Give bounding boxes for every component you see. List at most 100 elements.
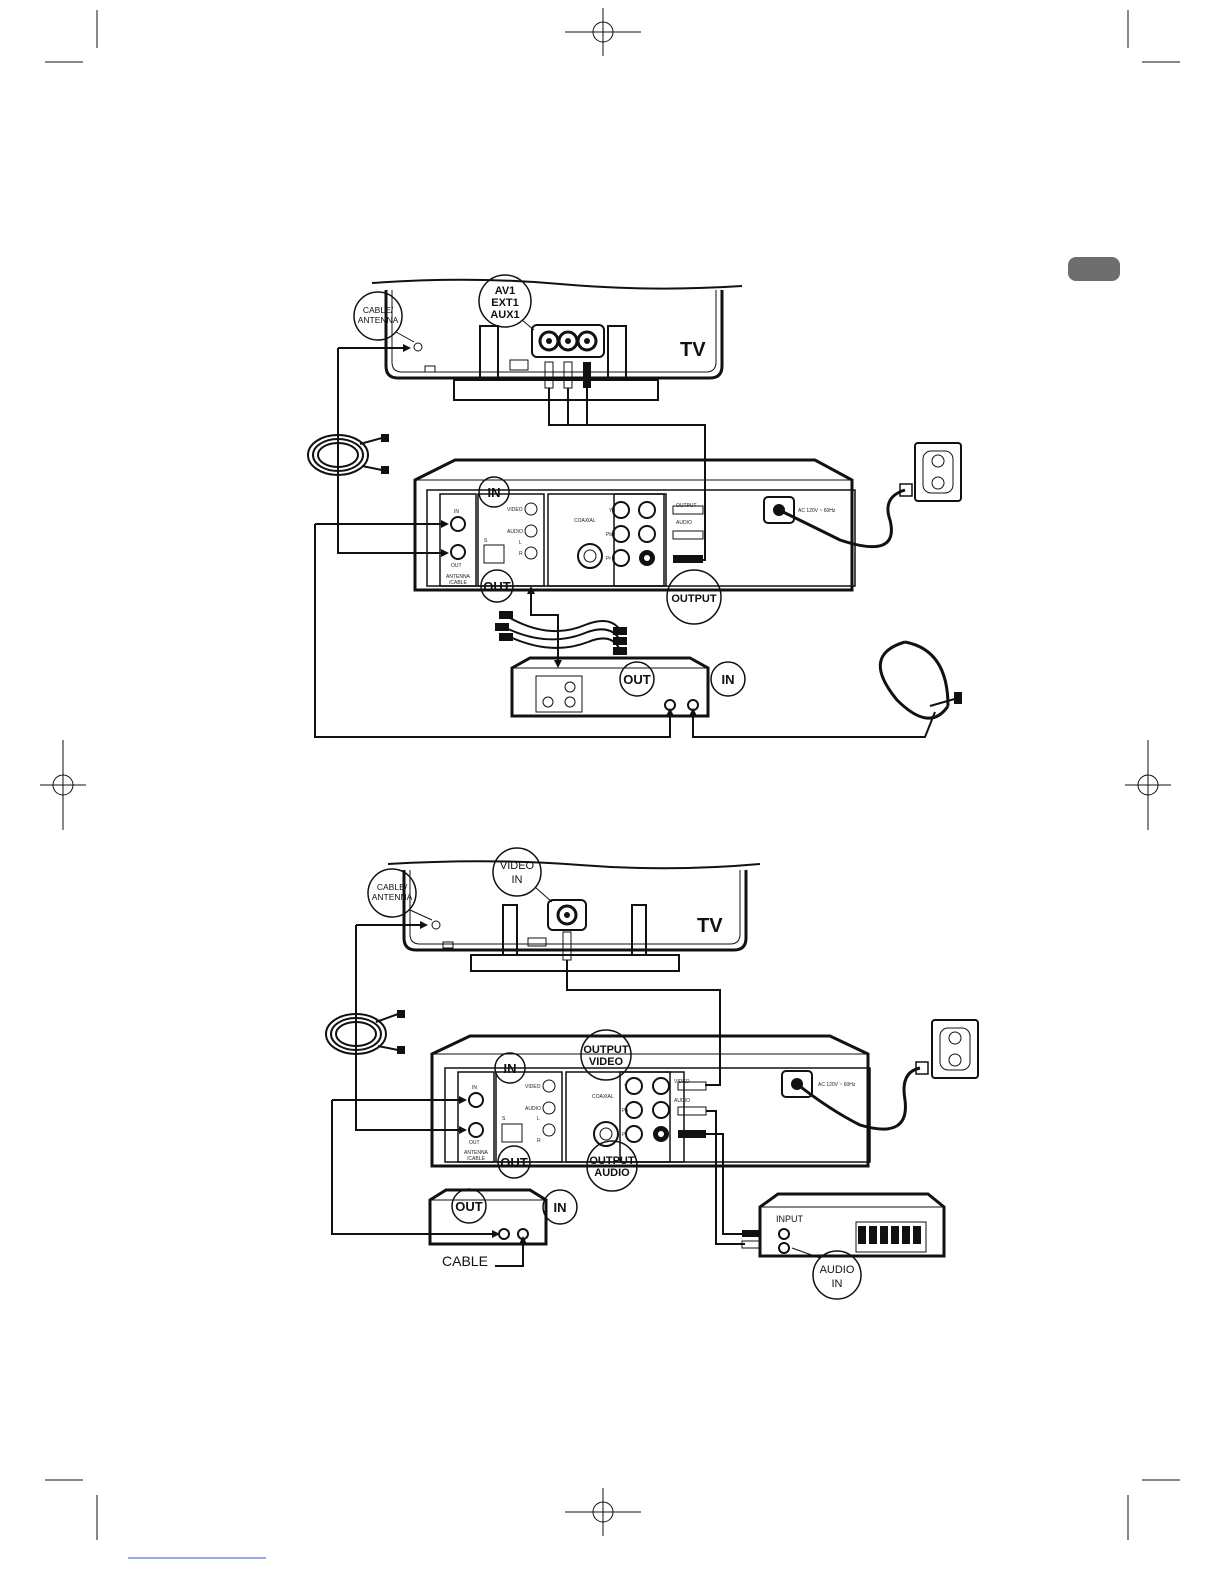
power-cord-1 <box>778 488 906 549</box>
cable-antenna-callout-2 <box>367 868 417 918</box>
svg-text:OUTPUT: OUTPUT <box>583 1044 629 1056</box>
satellite-dish-1 <box>879 640 962 720</box>
cable-antenna-jack-2 <box>431 920 441 930</box>
wall-outlet-2 <box>931 1019 979 1079</box>
svg-text:L: L <box>537 1116 540 1122</box>
svg-text:AUDIO: AUDIO <box>676 520 692 526</box>
svg-text:AUDIO: AUDIO <box>507 529 523 535</box>
out-callout-2 <box>497 1145 531 1179</box>
svg-text:COAXIAL: COAXIAL <box>592 1094 614 1100</box>
box-in-callout-2 <box>542 1189 578 1225</box>
svg-text:ANTENNA: ANTENNA <box>464 1150 489 1156</box>
svg-text:IN: IN <box>512 874 523 886</box>
svg-text:Y: Y <box>609 508 613 514</box>
crop-marks <box>40 8 1180 1540</box>
svg-text:VIDEO: VIDEO <box>525 1084 541 1090</box>
output-audio-callout <box>586 1140 638 1192</box>
svg-text:IN: IN <box>722 672 735 687</box>
tv-video-in-jack <box>556 904 578 926</box>
svg-text:AUDIO: AUDIO <box>594 1167 630 1179</box>
rf-wiring-2 <box>331 924 524 1267</box>
svg-text:R: R <box>519 551 523 557</box>
recorder-2: IN OUT ANTENNA /CABLE VIDEO AUDIO R S L … <box>430 1034 871 1168</box>
svg-text:R: R <box>537 1138 541 1144</box>
av-cable-bundle-1 <box>495 611 627 655</box>
out-callout-1 <box>480 569 514 603</box>
svg-text:AUDIO: AUDIO <box>820 1264 855 1276</box>
in-callout-2 <box>494 1052 526 1084</box>
cable-antenna-jack <box>413 342 423 352</box>
av1-jacks <box>538 330 598 352</box>
audio-cable-2 <box>706 1110 745 1245</box>
cablebox-out-port <box>498 1228 510 1240</box>
cable-antenna-callout <box>353 291 403 341</box>
antenna-out-port-2 <box>468 1122 484 1138</box>
svg-text:ANTENNA: ANTENNA <box>372 892 413 902</box>
svg-text:VIDEO: VIDEO <box>500 860 535 872</box>
antenna-in-port-2 <box>468 1092 484 1108</box>
svg-text:COAXIAL: COAXIAL <box>574 518 596 524</box>
svg-text:OUT: OUT <box>623 672 651 687</box>
svg-text:AUDIO: AUDIO <box>674 1098 690 1104</box>
antenna-out-port <box>450 544 466 560</box>
svg-text:IN: IN <box>488 485 501 500</box>
output-video-callout <box>580 1029 632 1081</box>
box-out-callout-1 <box>619 661 655 697</box>
svg-text:VIDEO: VIDEO <box>589 1056 624 1068</box>
svg-text:OUTPUT: OUTPUT <box>589 1155 635 1167</box>
svg-text:ANTENNA: ANTENNA <box>358 315 399 325</box>
svg-text:/CABLE: /CABLE <box>467 1156 485 1162</box>
svg-text:Pr: Pr <box>606 556 611 562</box>
svg-text:OUTPUT: OUTPUT <box>671 593 717 605</box>
svg-text:CABLE/: CABLE/ <box>377 882 408 892</box>
rf-cable-coil-2 <box>325 1010 405 1055</box>
svg-text:OUT: OUT <box>455 1199 483 1214</box>
box-in-callout-1 <box>710 661 746 697</box>
svg-text:IN: IN <box>454 509 459 515</box>
receiver-input-label: INPUT <box>776 1214 804 1224</box>
svg-text:OUT: OUT <box>469 1140 480 1146</box>
tv-label: TV <box>680 339 706 361</box>
rf-cable-coil-1 <box>307 434 389 476</box>
antenna-in-port <box>450 516 466 532</box>
svg-text:L: L <box>519 540 522 546</box>
svg-text:IN: IN <box>832 1278 843 1290</box>
svg-text:S: S <box>484 538 488 544</box>
cable-antenna-text: CABLE/ <box>363 305 394 315</box>
svg-text:/CABLE: /CABLE <box>449 580 467 586</box>
svg-text:Pb: Pb <box>606 532 612 538</box>
wall-outlet-1 <box>914 442 962 502</box>
ext1-label: EXT1 <box>491 297 519 309</box>
recorder-1: IN OUT ANTENNA /CABLE VIDEO AUDIO R S L … <box>413 458 856 592</box>
av1-callout <box>478 274 532 328</box>
rf-wiring-1 <box>314 347 936 738</box>
svg-text:IN: IN <box>554 1200 567 1215</box>
language-tab <box>1068 257 1120 281</box>
satellite-box-1 <box>510 656 710 718</box>
aux1-label: AUX1 <box>490 309 519 321</box>
svg-text:S: S <box>502 1116 506 1122</box>
av-cable-1 <box>548 388 706 561</box>
tv-2: TV CABLE/ ANTENNA VIDEO IN <box>367 847 761 972</box>
svg-text:OUT: OUT <box>500 1155 528 1170</box>
ac-rating-1: AC 120V ~ 60Hz <box>798 508 836 514</box>
box-out-callout-2 <box>451 1188 487 1224</box>
tv-label-2: TV <box>697 915 723 937</box>
av1-label: AV1 <box>495 285 516 297</box>
output-callout-1 <box>666 569 722 625</box>
svg-text:AUDIO: AUDIO <box>525 1106 541 1112</box>
svg-text:OUT: OUT <box>483 579 511 594</box>
cable-source-label: CABLE <box>442 1253 488 1269</box>
ac-rating-2: AC 120V ~ 60Hz <box>818 1082 856 1088</box>
audio-in-callout <box>812 1250 862 1300</box>
svg-text:ANTENNA: ANTENNA <box>446 574 471 580</box>
in-callout-1 <box>478 476 510 508</box>
cable-box-2 <box>428 1188 548 1246</box>
svg-text:Pr: Pr <box>622 1132 627 1138</box>
svg-text:OUT: OUT <box>451 563 462 569</box>
svg-text:Pb: Pb <box>622 1108 628 1114</box>
svg-text:IN: IN <box>504 1061 517 1076</box>
tv-1: TV CABLE/ ANTENNA AV1 EXT1 AUX1 <box>353 274 743 401</box>
power-cord-2 <box>796 1066 921 1131</box>
diagram-1: TV CABLE/ ANTENNA AV1 EXT1 AUX1 <box>307 274 962 738</box>
